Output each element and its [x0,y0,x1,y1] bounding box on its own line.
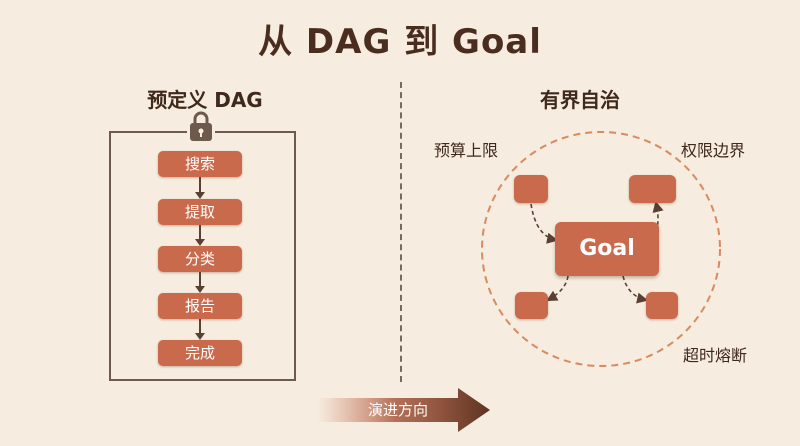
dag-step-report: 报告 [158,293,242,319]
boundary-circle [481,131,721,367]
dag-step-classify: 分类 [158,246,242,272]
goal-node: Goal [555,222,659,276]
dag-step-done: 完成 [158,340,242,366]
dag-arrow-4 [195,319,205,340]
dag-frame-top-right [215,131,294,133]
arrow-in-top-left [530,203,559,244]
dag-step-extract: 提取 [158,199,242,225]
left-section-title: 预定义 DAG [147,88,263,112]
dag-step-search: 搜索 [158,151,242,177]
timeout-breaker-label: 超时熔断 [683,346,748,365]
node-top-right [629,175,676,203]
arrow-out-bottom-left [546,275,569,302]
budget-limit-label: 预算上限 [434,141,499,160]
dag-arrow-1 [195,177,205,199]
dag-frame [109,131,296,381]
node-bottom-right [646,292,678,319]
dag-arrow-3 [195,272,205,293]
lock-icon [190,111,212,141]
page-title: 从 DAG 到 Goal [258,22,542,62]
evolution-direction-label: 演进方向 [367,401,428,419]
arrow-right-icon [318,388,490,432]
dag-frame-top-left [109,131,187,133]
permission-boundary-label: 权限边界 [681,141,746,160]
node-top-left [514,175,548,203]
section-divider [400,82,402,382]
right-section-title: 有界自治 [540,88,620,112]
node-bottom-left [515,292,548,319]
dag-arrow-2 [195,225,205,246]
arrow-out-bottom-right [622,275,649,304]
